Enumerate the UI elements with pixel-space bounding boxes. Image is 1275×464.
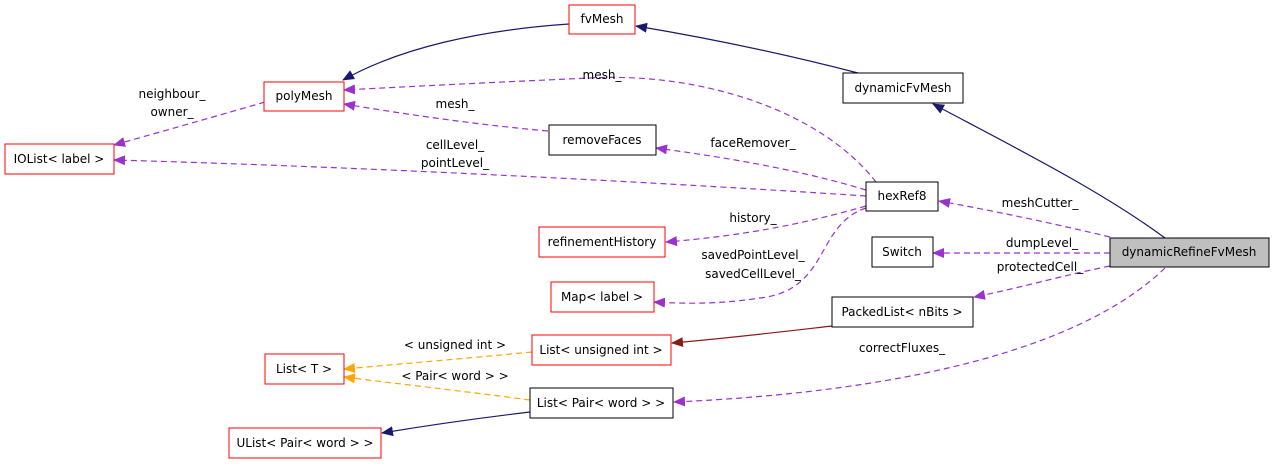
node-dynamicrefinefvmesh-label: dynamicRefineFvMesh <box>1122 245 1257 259</box>
node-list-t-label: List< T > <box>276 362 332 376</box>
label-history: history_ <box>729 211 777 225</box>
label-dumplevel: dumpLevel_ <box>1006 236 1079 250</box>
node-fvmesh-label: fvMesh <box>581 12 624 26</box>
label-pointlevel: pointLevel_ <box>421 156 490 170</box>
node-iolist-label-text: IOList< label > <box>14 152 105 166</box>
node-ulist-pair-word[interactable]: UList< Pair< word > > <box>228 427 382 459</box>
label-celllevel: cellLevel_ <box>426 138 485 152</box>
node-list-t[interactable]: List< T > <box>264 353 345 385</box>
edge-hexref8-to-maplabel <box>653 207 867 308</box>
label-mesh-removefaces: mesh_ <box>436 97 476 111</box>
node-hexref8[interactable]: hexRef8 <box>865 181 939 212</box>
node-removefaces[interactable]: removeFaces <box>548 124 657 156</box>
edge-hexref8-to-polymesh <box>343 76 877 183</box>
edge-removefaces-to-polymesh <box>343 100 549 132</box>
node-switch[interactable]: Switch <box>871 236 934 268</box>
edge-hexref8-to-iolist <box>113 155 867 197</box>
edge-packedlist-to-listunsignedint <box>671 325 833 348</box>
node-switch-label: Switch <box>882 245 922 259</box>
node-list-pair-word-label: List< Pair< word > > <box>537 396 665 410</box>
edge-polymesh-to-iolist <box>113 101 266 147</box>
node-map-label-text: Map< label > <box>561 290 643 304</box>
nodes: fvMesh polyMesh dynamicFvMesh IOList< la… <box>4 4 1270 459</box>
label-faceremover: faceRemover_ <box>710 136 796 150</box>
node-list-unsigned-int[interactable]: List< unsigned int > <box>531 334 672 366</box>
edges <box>113 22 1166 437</box>
edge-dynamicrefine-to-packedlist <box>973 265 1111 300</box>
label-meshcutter: meshCutter_ <box>1002 196 1080 210</box>
edge-dynamicrefine-to-hexref8 <box>938 198 1111 238</box>
label-neighbour: neighbour_ <box>138 87 206 101</box>
node-list-unsigned-int-label: List< unsigned int > <box>539 343 662 357</box>
edge-labels: neighbour_ owner_ mesh_ mesh_ faceRemove… <box>138 68 1084 383</box>
node-refinementhistory[interactable]: refinementHistory <box>538 226 666 258</box>
label-savedpointlevel: savedPointLevel_ <box>701 248 805 262</box>
node-dynamicfvmesh-label: dynamicFvMesh <box>855 81 952 95</box>
node-removefaces-label: removeFaces <box>563 133 642 147</box>
edge-listpairword-to-ulistpairword <box>381 411 531 437</box>
label-protectedcell: protectedCell_ <box>997 260 1084 274</box>
label-mesh-hexref8: mesh_ <box>583 68 623 82</box>
node-fvmesh[interactable]: fvMesh <box>568 4 636 35</box>
node-iolist-label[interactable]: IOList< label > <box>4 143 115 175</box>
node-dynamicfvmesh[interactable]: dynamicFvMesh <box>842 72 964 104</box>
node-hexref8-label: hexRef8 <box>878 189 927 203</box>
node-polymesh[interactable]: polyMesh <box>263 81 345 112</box>
node-list-pair-word[interactable]: List< Pair< word > > <box>529 387 674 419</box>
edge-dynamicrefine-to-listpairword <box>673 267 1166 407</box>
node-ulist-pair-word-label: UList< Pair< word > > <box>236 436 373 450</box>
label-savedcelllevel: savedCellLevel_ <box>705 267 802 281</box>
edge-hexref8-to-refinementhistory <box>665 205 867 247</box>
node-dynamicrefinefvmesh[interactable]: dynamicRefineFvMesh <box>1109 237 1270 268</box>
node-map-label[interactable]: Map< label > <box>550 281 655 313</box>
edge-hexref8-to-removefaces <box>655 144 867 191</box>
edge-dynamicrefinefvmesh-to-dynamicfvmesh <box>932 103 1166 239</box>
node-refinementhistory-label: refinementHistory <box>548 235 657 249</box>
node-polymesh-label: polyMesh <box>276 89 333 103</box>
edge-listpairword-to-listt <box>343 373 531 401</box>
node-packedlist[interactable]: PackedList< nBits > <box>831 296 974 328</box>
node-packedlist-label: PackedList< nBits > <box>841 305 962 319</box>
label-unsigned-int: < unsigned int > <box>404 338 506 352</box>
label-pair-word: < Pair< word > > <box>401 369 508 383</box>
edge-listunsignedint-to-listt <box>343 351 533 374</box>
label-owner: owner_ <box>150 105 194 119</box>
edge-polymesh-to-fvmesh <box>342 23 570 81</box>
label-correctfluxes: correctFluxes_ <box>859 341 946 355</box>
edge-dynamicfvmesh-to-fvmesh <box>635 22 859 74</box>
